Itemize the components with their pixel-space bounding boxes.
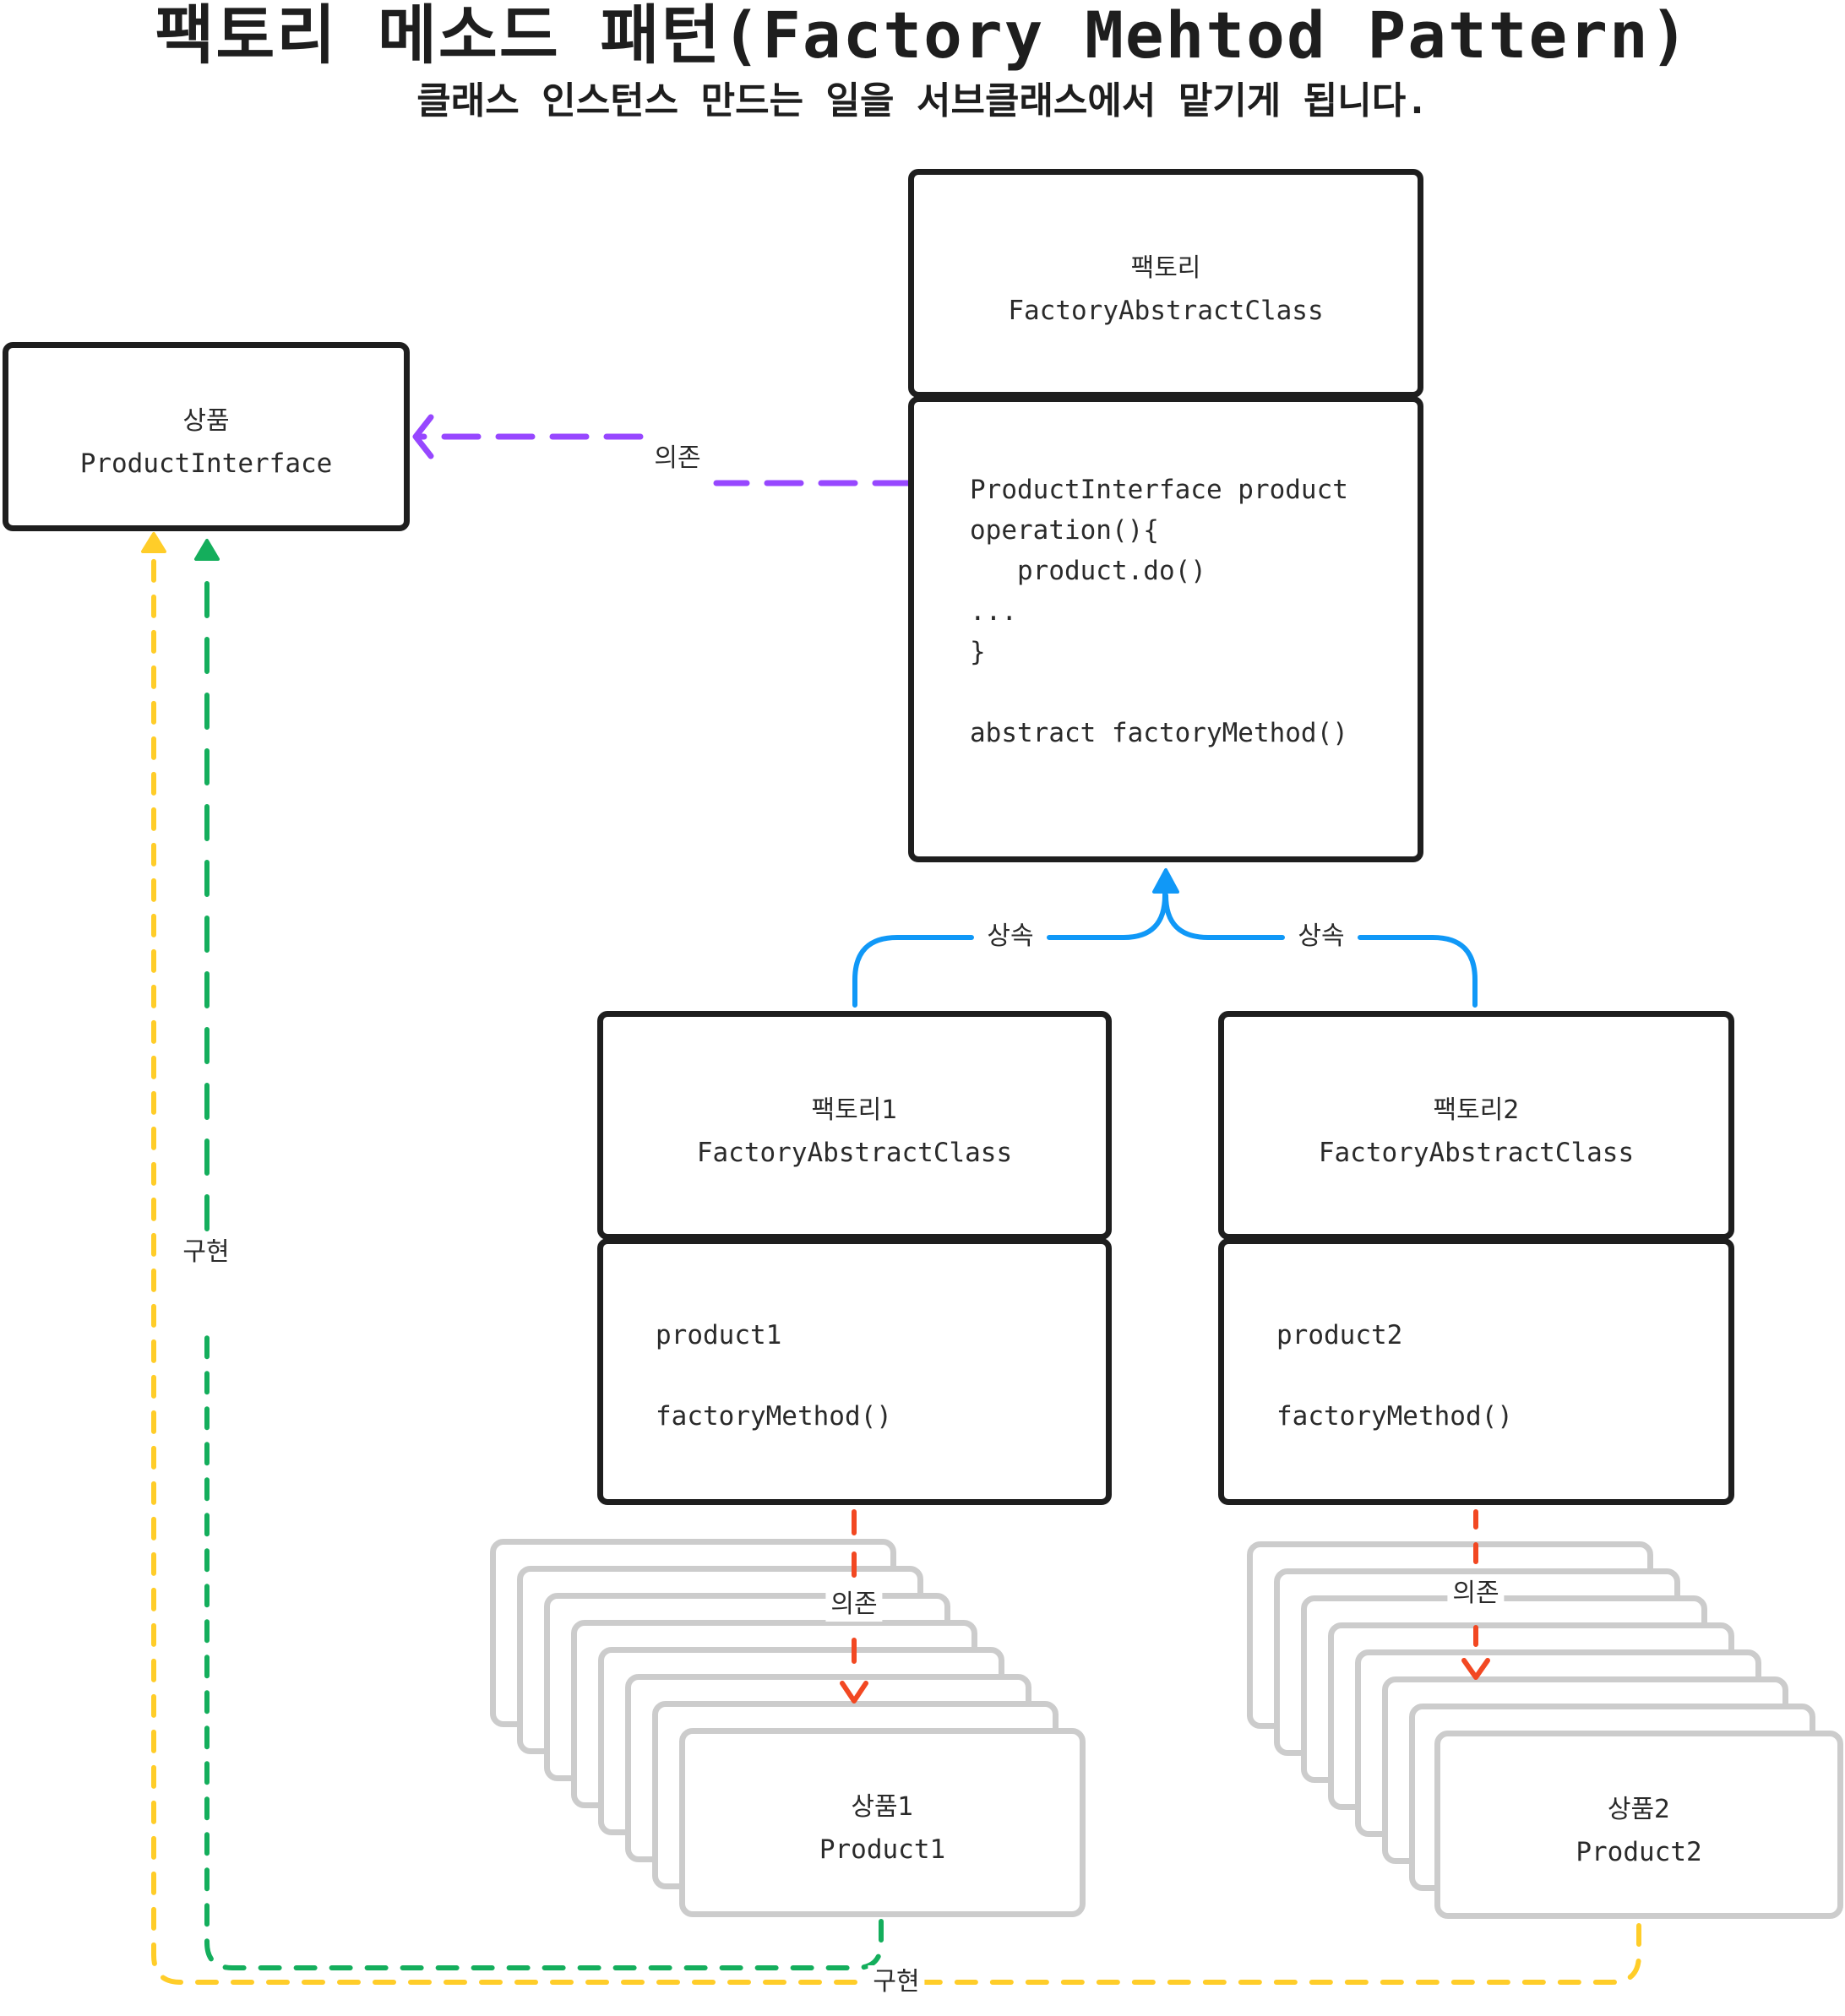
implementation-line-green xyxy=(204,1322,884,1970)
factory-body-line: ProductInterface product xyxy=(970,475,1348,505)
implementation-line-yellow xyxy=(918,1923,1641,1985)
inheritance-line-left xyxy=(852,935,974,1008)
factory2-body-line: factoryMethod() xyxy=(1276,1401,1513,1432)
product-interface-box[interactable]: 상품 ProductInterface xyxy=(3,342,410,531)
inheritance-line-right xyxy=(1358,935,1478,1008)
factory1-body-line: factoryMethod() xyxy=(656,1401,892,1432)
factory1-header-box[interactable]: 팩토리1 FactoryAbstractClass xyxy=(597,1011,1112,1240)
factory2-label-kr: 팩토리2 xyxy=(1433,1095,1520,1125)
implementation-label-yellow: 구현 xyxy=(868,1965,925,1999)
factory1-body-box[interactable]: product1 factoryMethod() xyxy=(597,1238,1112,1505)
dependency-arrowhead-red-1 xyxy=(840,1681,868,1704)
factory2-label-en: FactoryAbstractClass xyxy=(1318,1138,1635,1168)
factory1-body-line: product1 xyxy=(656,1320,782,1350)
factory-body-line: product.do() xyxy=(970,556,1206,586)
inheritance-line-right xyxy=(1163,893,1285,940)
product1-label-kr: 상품1 xyxy=(851,1792,914,1822)
factory-label-en: FactoryAbstractClass xyxy=(1008,296,1324,326)
inheritance-arrowhead xyxy=(1152,868,1179,894)
factory-body-line: abstract factoryMethod() xyxy=(970,718,1348,748)
factory-body-box[interactable]: ProductInterface product operation(){ pr… xyxy=(908,396,1423,862)
factory-label-kr: 팩토리 xyxy=(1130,253,1201,283)
factory1-label-kr: 팩토리1 xyxy=(811,1095,898,1125)
implementation-line-yellow xyxy=(151,555,857,1985)
factory-body-line: } xyxy=(970,637,986,667)
inheritance-label-left: 상속 xyxy=(982,920,1039,954)
inheritance-label-right: 상속 xyxy=(1293,920,1350,954)
dependency-arrowhead-red-2 xyxy=(1461,1658,1490,1680)
factory2-header-box[interactable]: 팩토리2 FactoryAbstractClass xyxy=(1218,1011,1734,1240)
page-title: 팩토리 메소드 패턴(Factory Mehtod Pattern) xyxy=(155,0,1690,73)
implementation-arrowhead-yellow xyxy=(141,532,166,553)
product2-label-kr: 상품2 xyxy=(1607,1795,1671,1824)
product2-label-en: Product2 xyxy=(1576,1837,1702,1867)
product2-box[interactable]: 상품2 Product2 xyxy=(1434,1731,1843,1919)
factory-header-box[interactable]: 팩토리 FactoryAbstractClass xyxy=(908,169,1423,398)
implementation-label-green: 구현 xyxy=(177,1236,235,1269)
dependency-label-red-2: 의존 xyxy=(1447,1577,1505,1611)
inheritance-line-left xyxy=(1047,884,1167,940)
factory-body-line: ... xyxy=(970,596,1017,627)
dependency-arrowhead-purple xyxy=(412,414,434,459)
product1-label-en: Product1 xyxy=(819,1834,946,1865)
page-subtitle: 클래스 인스턴스 만드는 일을 서브클래스에서 맡기게 됩니다. xyxy=(416,79,1429,122)
implementation-arrowhead-green xyxy=(194,539,220,561)
factory1-label-en: FactoryAbstractClass xyxy=(696,1138,1013,1168)
product-interface-label-en: ProductInterface xyxy=(79,448,333,479)
factory-body-line: operation(){ xyxy=(970,515,1159,546)
factory2-body-line: product2 xyxy=(1276,1320,1403,1350)
product-interface-label-kr: 상품 xyxy=(182,406,230,436)
factory2-body-box[interactable]: product2 factoryMethod() xyxy=(1218,1238,1734,1505)
dependency-label-purple: 의존 xyxy=(649,442,706,475)
product1-box[interactable]: 상품1 Product1 xyxy=(679,1728,1086,1917)
dependency-label-red-1: 의존 xyxy=(825,1588,883,1622)
